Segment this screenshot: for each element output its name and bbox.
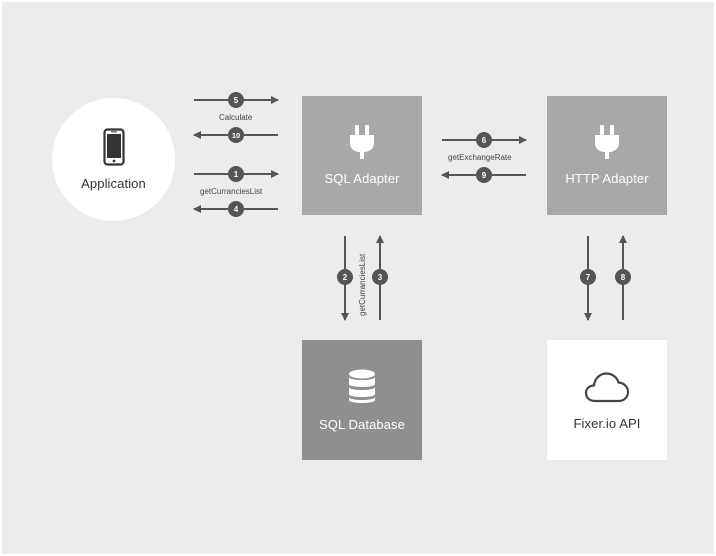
http-adapter-node: HTTP Adapter: [547, 96, 667, 215]
sql-adapter-label: SQL Adapter: [324, 171, 400, 186]
http-adapter-label: HTTP Adapter: [565, 171, 649, 186]
plug-icon: [595, 125, 619, 159]
step-badge-2: 2: [337, 269, 353, 285]
svg-text:10: 10: [232, 131, 240, 140]
database-icon: [349, 369, 375, 403]
application-node: Application: [52, 98, 175, 221]
step-badge-6: 6: [476, 132, 492, 148]
svg-text:3: 3: [378, 273, 383, 282]
step-badge-3: 3: [372, 269, 388, 285]
phone-icon: [102, 128, 125, 166]
step-badge-1: 1: [228, 166, 244, 182]
svg-text:2: 2: [343, 273, 348, 282]
plug-icon: [350, 125, 374, 159]
fixer-api-label: Fixer.io API: [573, 415, 641, 431]
svg-text:6: 6: [482, 136, 487, 145]
step-badge-7: 7: [580, 269, 596, 285]
svg-text:9: 9: [482, 171, 487, 180]
sql-adapter-node: SQL Adapter: [302, 96, 422, 215]
step-badge-5: 5: [228, 92, 244, 108]
flow-label-get-currencies: getCurranciesList: [200, 187, 263, 196]
flow-label-get-exchange-rate: getExchangeRate: [448, 153, 512, 162]
svg-text:7: 7: [586, 273, 591, 282]
sql-database-label: SQL Database: [319, 416, 405, 432]
step-badge-8: 8: [615, 269, 631, 285]
cloud-icon: [584, 371, 630, 402]
flow-label-db-query: getCurranciesList: [358, 253, 367, 316]
application-label: Application: [81, 176, 146, 191]
sql-database-node: SQL Database: [302, 340, 422, 460]
step-badge-10: 10: [228, 127, 244, 143]
svg-text:5: 5: [234, 96, 239, 105]
step-badge-9: 9: [476, 167, 492, 183]
flow-label-calculate: Calculate: [219, 113, 253, 122]
fixer-api-node: Fixer.io API: [547, 340, 667, 460]
svg-text:8: 8: [621, 273, 626, 282]
step-badge-4: 4: [228, 201, 244, 217]
svg-text:1: 1: [234, 170, 239, 179]
svg-text:4: 4: [234, 205, 239, 214]
